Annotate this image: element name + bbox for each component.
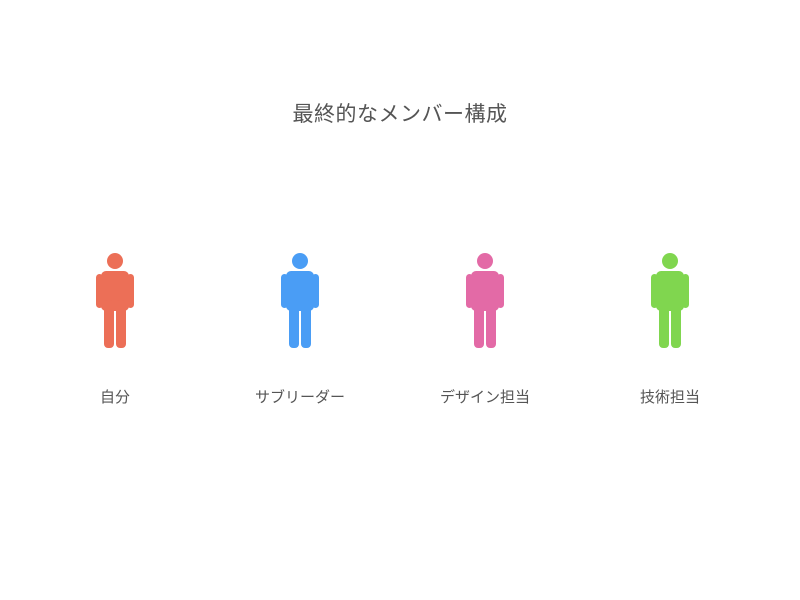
member-design: デザイン担当: [415, 250, 555, 407]
person-icon: [466, 253, 504, 348]
member-label: デザイン担当: [439, 388, 530, 406]
member-self: 自分: [45, 250, 185, 407]
person-icon: [281, 253, 319, 348]
member-list: 自分 サブリーダー デザイン担当: [0, 250, 800, 410]
page-title: 最終的なメンバー構成: [292, 102, 508, 126]
member-label: 自分: [99, 388, 130, 406]
member-label: サブリーダー: [254, 388, 345, 406]
person-icon: [96, 253, 134, 348]
member-label: 技術担当: [639, 388, 700, 406]
person-icon: [651, 253, 689, 348]
member-tech: 技術担当: [600, 250, 740, 407]
member-sub-leader: サブリーダー: [230, 250, 370, 407]
